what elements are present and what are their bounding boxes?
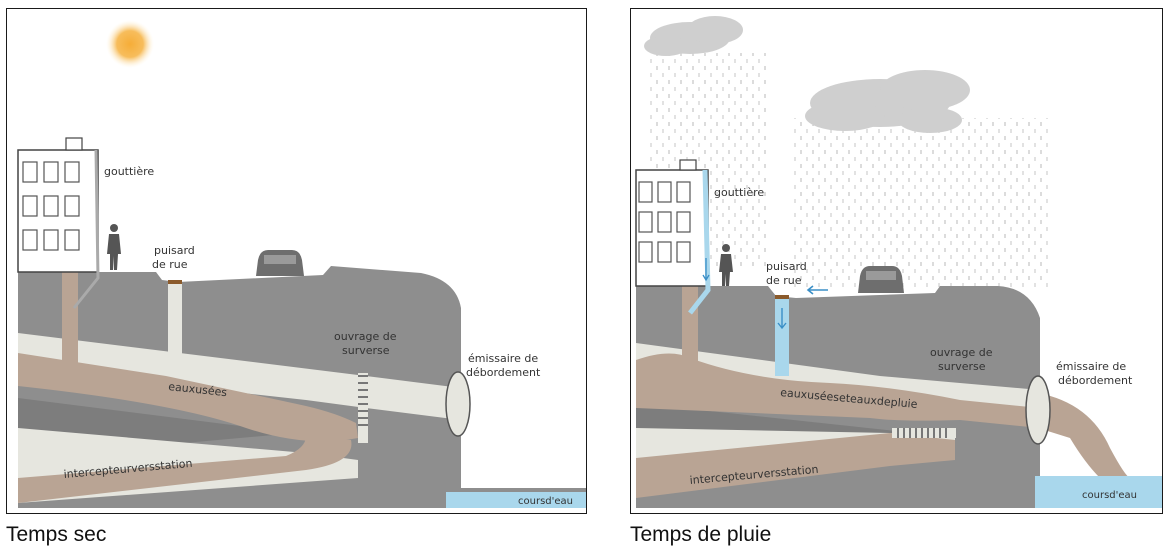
wet-weather-panel: gouttière puisard de rue ouvrage de surv… <box>630 8 1163 514</box>
label-outfall-1: émissaire de <box>468 352 538 365</box>
cloud-small-icon <box>644 16 743 56</box>
dry-weather-diagram: gouttière puisard de rue ouvrage de surv… <box>17 20 586 508</box>
label-stream: coursd'eau <box>518 496 573 507</box>
sewer-pipe <box>18 333 461 420</box>
building-lateral <box>682 284 698 364</box>
wet-weather-diagram: gouttière puisard de rue ouvrage de surv… <box>635 16 1162 508</box>
chimney <box>65 137 83 151</box>
caption-wet-weather: Temps de pluie <box>630 523 772 546</box>
overflow-discharge <box>1038 393 1130 478</box>
building-windows <box>638 181 691 263</box>
label-overflow-2: surverse <box>342 344 390 357</box>
gutter-downspout <box>72 149 100 309</box>
overflow-weir <box>892 428 956 438</box>
building-lateral <box>62 270 78 370</box>
label-drain-1: puisard <box>154 244 195 257</box>
rain-right <box>790 118 1050 288</box>
combined-flow <box>636 353 1040 428</box>
label-drain-1: puisard <box>766 260 807 273</box>
car-icon <box>256 250 304 276</box>
building <box>635 169 709 287</box>
watercourse <box>1035 476 1162 508</box>
overflow-chamber <box>358 373 368 443</box>
label-overflow-2: surverse <box>938 360 986 373</box>
label-wastewater: eauxusées <box>168 380 228 399</box>
building-windows <box>22 161 80 251</box>
pedestrian-icon <box>107 224 121 270</box>
drain-grate <box>775 295 789 299</box>
label-gutter: gouttière <box>104 165 154 178</box>
sun-icon <box>106 20 154 68</box>
label-stream: coursd'eau <box>1082 490 1137 501</box>
left-arrow-icon <box>806 285 828 295</box>
drain-riser <box>775 298 789 376</box>
label-gutter: gouttière <box>714 186 764 199</box>
gutter-downspout <box>688 169 711 315</box>
label-outfall-1: émissaire de <box>1056 360 1126 373</box>
overflow-weir <box>358 375 368 426</box>
drain-riser <box>168 284 182 356</box>
chimney <box>679 159 697 171</box>
label-overflow-1: ouvrage de <box>930 346 993 359</box>
pedestrian-icon <box>719 244 733 286</box>
sewage-flow <box>18 353 358 442</box>
downspout-arrow-icon <box>702 258 710 282</box>
cloud-large-icon <box>805 70 970 133</box>
car-icon <box>858 266 904 293</box>
down-arrow-icon <box>777 308 787 330</box>
label-overflow-1: ouvrage de <box>334 330 397 343</box>
dry-weather-panel: gouttière puisard de rue ouvrage de surv… <box>6 8 587 514</box>
label-outfall-2: débordement <box>1058 374 1133 387</box>
label-drain-2: de rue <box>766 274 802 287</box>
caption-dry-weather: Temps sec <box>6 523 107 546</box>
interceptor-flow <box>636 433 955 498</box>
label-outfall-2: débordement <box>466 366 541 379</box>
outfall-pipe-end <box>445 371 471 437</box>
outfall-pipe-end <box>1025 375 1051 445</box>
drain-grate <box>168 280 182 284</box>
interceptor-flow <box>18 436 352 503</box>
watercourse <box>446 492 586 508</box>
label-drain-2: de rue <box>152 258 188 271</box>
